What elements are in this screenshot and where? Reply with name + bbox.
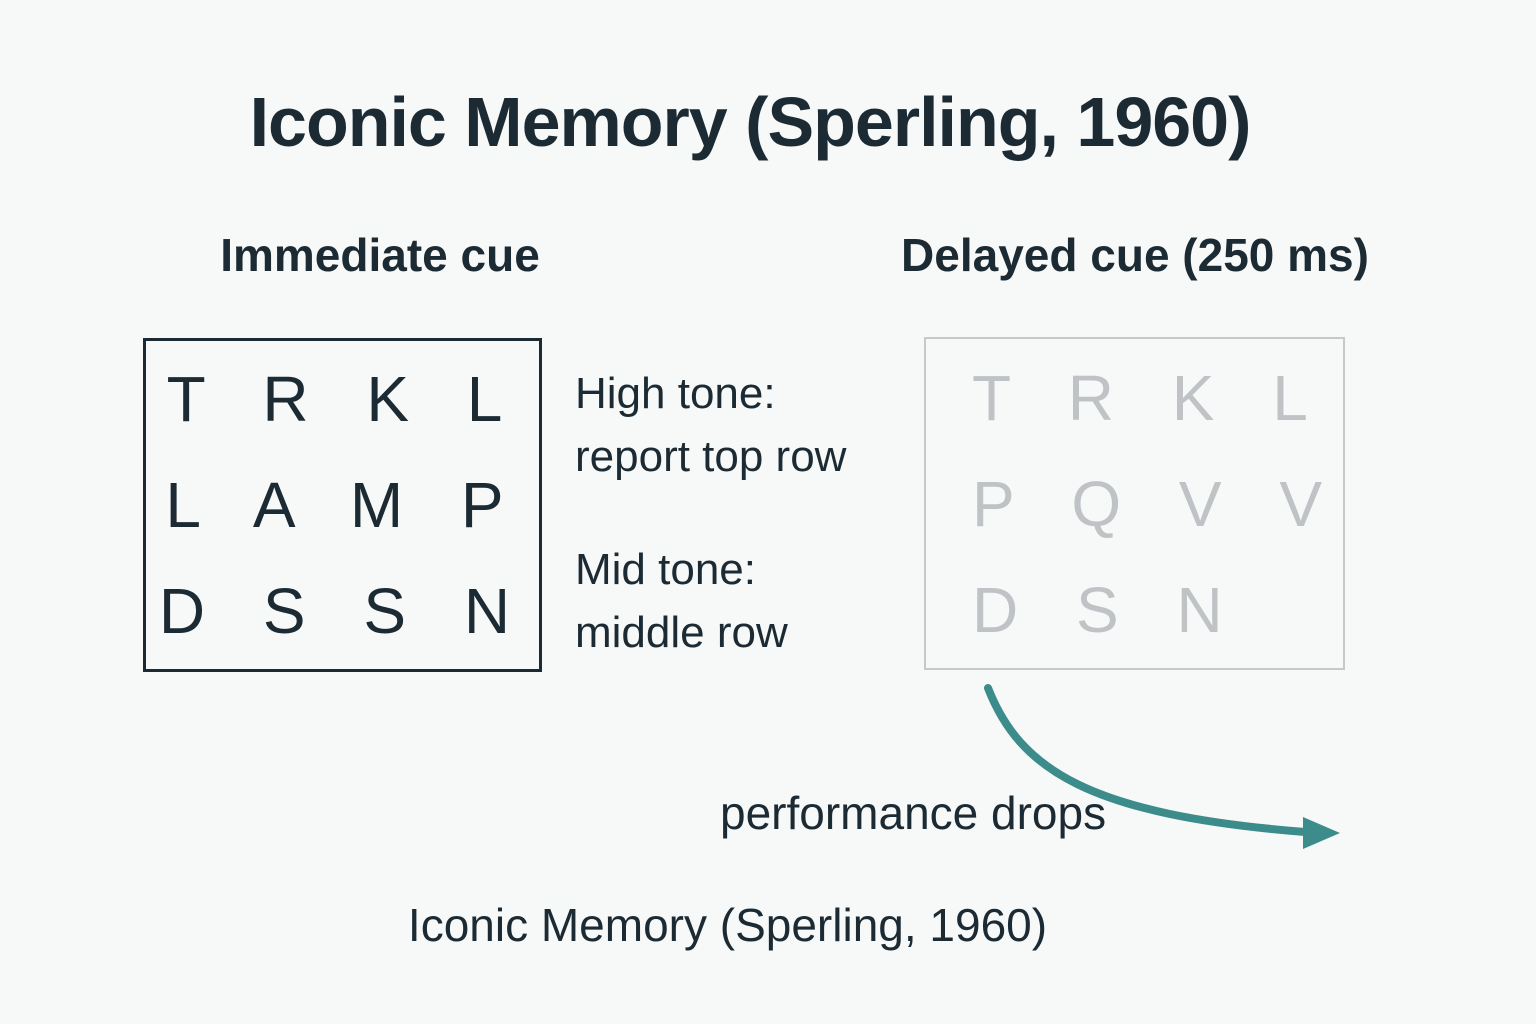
high-tone-note: High tone: report top row — [575, 362, 846, 488]
immediate-cue-letter-grid: T R K L L A M P D S S N — [143, 338, 542, 672]
letter-grid-row: T R K L — [972, 361, 1324, 434]
letter-grid-row: P Q V V — [972, 467, 1339, 540]
page-title: Iconic Memory (Sperling, 1960) — [249, 83, 1252, 161]
performance-drop-arrowhead-icon — [1303, 817, 1340, 849]
immediate-cue-label: Immediate cue — [220, 229, 540, 281]
mid-tone-note-line: Mid tone: — [575, 545, 756, 594]
high-tone-note-line: High tone: — [575, 369, 776, 418]
letter-grid-row: T R K L — [166, 363, 519, 435]
high-tone-note-line: report top row — [575, 432, 847, 481]
performance-drops-label: performance drops — [720, 787, 1107, 839]
mid-tone-note: Mid tone: middle row — [575, 538, 788, 664]
delayed-cue-label: Delayed cue (250 ms) — [901, 229, 1369, 281]
letter-grid-row: D S N — [972, 573, 1239, 646]
letter-grid-row: D S S N — [158, 575, 527, 647]
letter-grid-row: L A M P — [165, 469, 520, 541]
delayed-cue-letter-grid: T R K L P Q V V D S N — [924, 337, 1345, 670]
bottom-caption: Iconic Memory (Sperling, 1960) — [407, 899, 1048, 951]
mid-tone-note-line: middle row — [575, 608, 788, 657]
